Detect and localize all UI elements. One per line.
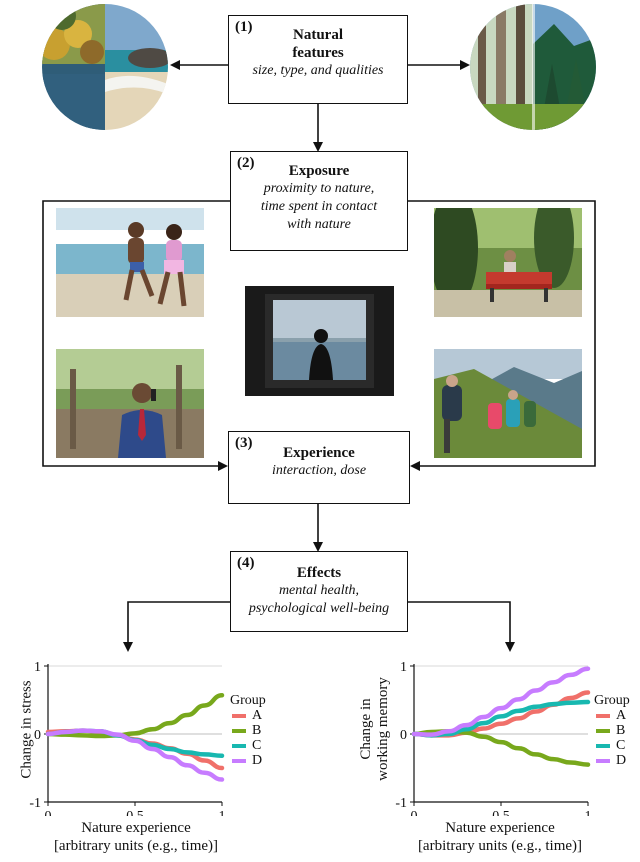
stress-legend-swatch-a [232, 713, 246, 718]
natural-features-title-line1: Natural [293, 27, 343, 43]
step-number-3: (3) [235, 435, 253, 451]
memory-chart-xtick-label-1: 0.5 [492, 809, 510, 816]
stress-legend-item-b: B [230, 723, 266, 738]
natural-features-description: size, type, and qualities [252, 63, 384, 78]
experience-box: (3) Experience interaction, dose [228, 431, 410, 504]
stress-legend-item-d: D [230, 753, 266, 768]
park-bench-image [434, 208, 582, 317]
memory-legend-swatch-c [596, 743, 610, 748]
memory-legend-label-c: C [616, 738, 626, 753]
stress-legend-swatch-b [232, 728, 246, 733]
memory-chart-legend: Group A B C D [594, 693, 630, 768]
exposure-description-line1: proximity to nature, [263, 181, 375, 196]
stress-chart-xtick-label-0: 0 [45, 809, 52, 816]
hikers-image [434, 349, 582, 458]
memory-chart-ytick-label-2: -1 [395, 796, 407, 811]
exposure-title: Exposure [288, 163, 350, 179]
memory-chart-xtick-label-2: 1 [585, 809, 592, 816]
natural-features-title-line2: features [292, 45, 344, 61]
stress-chart-ytick-label-1: 0 [34, 728, 41, 743]
natural-features-box: (1) Natural features size, type, and qua… [228, 15, 408, 104]
effects-description-line1: mental health, [278, 583, 360, 598]
memory-chart-ytick-label-0: 1 [400, 660, 407, 675]
arrow-effects-to-stress-chart [123, 601, 230, 652]
memory-legend-label-b: B [616, 723, 626, 738]
memory-chart-xtick-label-0: 0 [411, 809, 418, 816]
step-number-2: (2) [237, 155, 255, 171]
memory-chart-ytick-label-1: 0 [400, 728, 407, 743]
stress-chart-ytick-label-2: -1 [29, 796, 41, 811]
stress-legend-label-b: B [252, 723, 262, 738]
stress-legend-item-c: C [230, 738, 266, 753]
stress-legend-label-c: C [252, 738, 262, 753]
effects-box: (4) Effects mental health, psychological… [230, 551, 408, 632]
stress-legend-swatch-c [232, 743, 246, 748]
stress-chart-ytick-label-0: 1 [34, 660, 41, 675]
effects-description-line2: psychological well-being [248, 601, 390, 616]
stress-legend-swatch-d [232, 758, 246, 763]
stress-chart-series-d-line [45, 728, 225, 782]
memory-legend-swatch-a [596, 713, 610, 718]
working-memory-chart: 1 0 -1 0 0.5 1 [395, 660, 592, 816]
memory-chart-series-d-line [411, 666, 591, 737]
memory-chart-series-a-line [411, 690, 591, 738]
stress-chart-xtick-label-1: 0.5 [126, 809, 144, 816]
stress-chart-xlabel-line1: Nature experience [81, 820, 191, 836]
arrow-effects-to-memory-chart [408, 601, 515, 652]
stress-chart-legend: Group A B C D [230, 693, 266, 768]
effects-title: Effects [296, 565, 342, 581]
man-on-phone-image [56, 349, 204, 458]
exposure-bracket-left [42, 200, 230, 471]
stress-legend-item-a: A [230, 708, 266, 723]
forest-environment-image [470, 4, 596, 130]
memory-chart-xlabel-line1: Nature experience [445, 820, 555, 836]
memory-legend-item-c: C [594, 738, 630, 753]
memory-chart-xlabel-line2: [arbitrary units (e.g., time)] [417, 838, 583, 854]
memory-legend-item-d: D [594, 753, 630, 768]
stress-legend-label-a: A [252, 708, 263, 723]
stress-chart: 1 0 -1 0 0.5 1 [29, 660, 226, 816]
memory-legend-label-a: A [616, 708, 627, 723]
exposure-description-line3: with nature [287, 217, 351, 232]
memory-chart-ylabel-line1: Change in [358, 698, 374, 760]
experience-title: Experience [283, 445, 355, 461]
stress-chart-xtick-label-2: 1 [219, 809, 226, 816]
memory-legend-swatch-b [596, 728, 610, 733]
memory-legend-title: Group [594, 693, 630, 708]
step-number-1: (1) [235, 19, 253, 35]
memory-legend-swatch-d [596, 758, 610, 763]
experience-description: interaction, dose [271, 463, 367, 478]
stress-chart-series-b-line [45, 692, 225, 739]
stress-chart-xlabel-line2: [arbitrary units (e.g., time)] [53, 838, 219, 854]
aquatic-environment-image [42, 4, 168, 130]
exposure-description-line2: time spent in contact [260, 199, 378, 214]
memory-legend-label-d: D [616, 753, 627, 768]
exposure-bracket-right [408, 200, 596, 471]
exposure-box: (2) Exposure proximity to nature, time s… [230, 151, 408, 251]
stress-legend-title: Group [230, 693, 266, 708]
stress-legend-label-d: D [252, 753, 263, 768]
memory-legend-item-b: B [594, 723, 630, 738]
memory-legend-item-a: A [594, 708, 630, 723]
children-on-beach-image [56, 208, 204, 317]
window-view-image [245, 286, 394, 396]
step-number-4: (4) [237, 555, 255, 571]
